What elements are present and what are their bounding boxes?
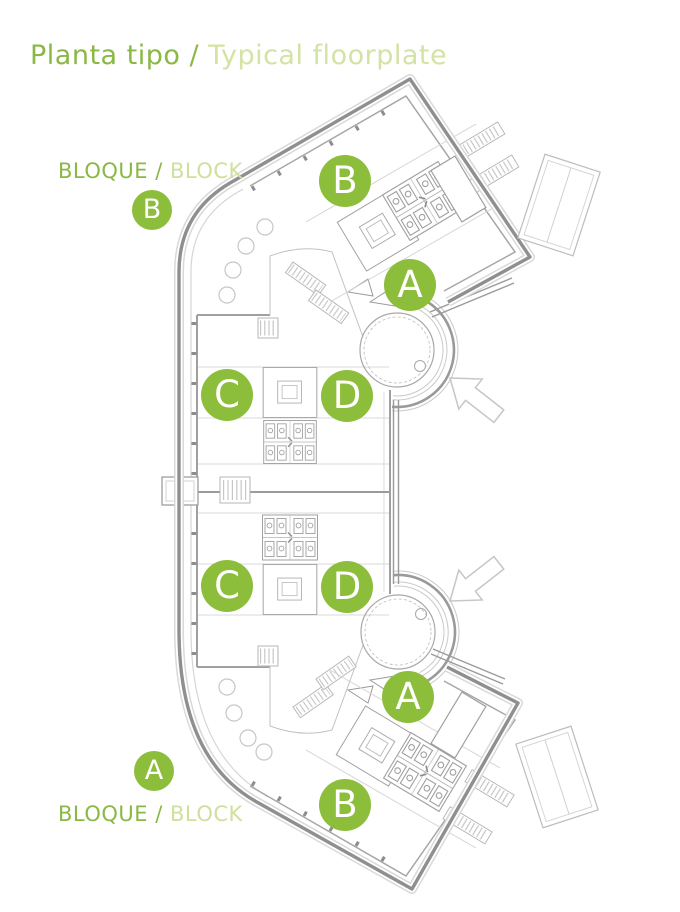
block-label-bottom-en: BLOCK [162,802,243,826]
block-badge-top: B [132,190,172,230]
unit-badge-b-bottom: B [319,779,371,831]
site-boundary [174,74,535,894]
tree-circles [218,218,274,761]
entry-arrow-bottom-icon [448,555,505,602]
block-label-top-es: BLOQUE / [58,159,163,183]
block-badge-bottom: A [134,751,174,791]
rotunda-top [359,295,459,412]
canopy-top [517,153,601,257]
unit-badge-c-upper: C [201,369,253,421]
unit-badge-d-upper: D [321,370,373,422]
block-label-bottom: BLOQUE / BLOCK [58,801,243,827]
page-title: Planta tipo / Typical floorplate [30,40,447,72]
unit-badge-c-lower: C [201,560,253,612]
block-label-top: BLOQUE / BLOCK [58,158,243,184]
rotunda-bottom [360,570,460,687]
unit-badge-d-lower: D [321,561,373,613]
page-title-en: Typical floorplate [199,40,448,71]
unit-badge-b-top: B [319,155,371,207]
courtyard-edge [190,188,269,798]
unit-badge-a-top: A [384,259,436,311]
central-slab [161,314,391,668]
lobby-top [269,248,396,338]
canopy-bottom [515,725,599,829]
page-title-es: Planta tipo / [30,40,200,71]
block-label-top-en: BLOCK [162,159,243,183]
top-wing [249,95,519,303]
unit-badge-a-bottom: A [382,671,434,723]
block-label-bottom-es: BLOQUE / [58,802,163,826]
lobby-bottom [269,644,396,734]
entry-arrow-top-icon [448,377,505,424]
